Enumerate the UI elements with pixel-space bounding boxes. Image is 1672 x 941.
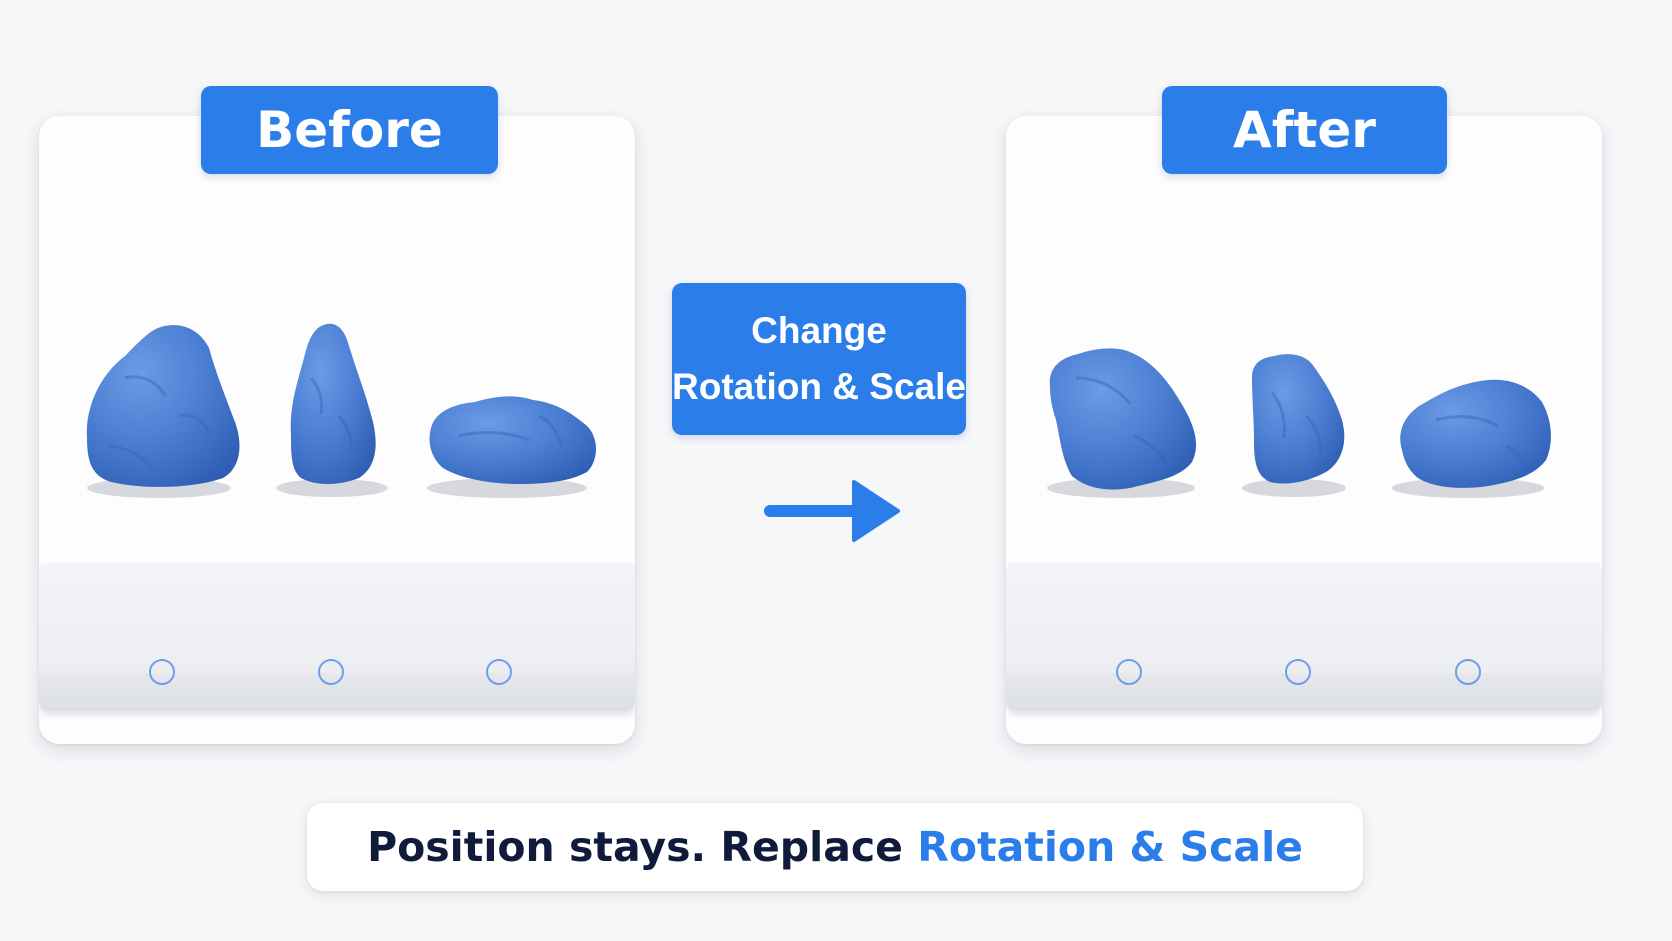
after-panel — [1006, 116, 1602, 744]
rock-shadow — [276, 479, 388, 497]
after-platform — [1006, 563, 1602, 713]
caption-bar: Position stays. Replace Rotation & Scale — [307, 803, 1363, 891]
arrow-right-icon — [764, 480, 900, 542]
rock-3-texture — [458, 414, 563, 447]
platform-top-surface — [39, 563, 635, 675]
before-panel — [39, 116, 635, 744]
position-marker-3 — [486, 659, 512, 685]
before-label: Before — [201, 86, 498, 174]
rock-3 — [429, 396, 596, 484]
before-platform — [39, 563, 635, 713]
rock-1-texture — [108, 375, 211, 469]
position-marker-1 — [149, 659, 175, 685]
after-rocks — [1047, 348, 1551, 498]
transform-box-line1: Change — [751, 310, 887, 351]
transform-box: Change Rotation & Scale — [672, 283, 966, 435]
transform-box-line2: Rotation & Scale — [672, 366, 966, 407]
position-marker-1 — [1116, 659, 1142, 685]
rock-3 — [1400, 379, 1551, 488]
rock-shadow — [427, 478, 587, 498]
rock-2-texture — [309, 376, 353, 453]
position-marker-2 — [318, 659, 344, 685]
position-marker-3 — [1455, 659, 1481, 685]
position-marker-2 — [1285, 659, 1311, 685]
rock-2 — [1252, 354, 1345, 484]
rock-1 — [86, 325, 240, 487]
rock-2-texture — [1270, 391, 1322, 455]
before-rocks — [86, 323, 596, 498]
caption-text: Position stays. Replace — [367, 823, 918, 871]
after-label: After — [1162, 86, 1447, 174]
rock-2 — [290, 323, 376, 484]
rock-1 — [1049, 348, 1197, 490]
rock-3-texture — [1435, 415, 1530, 473]
caption-highlight: Rotation & Scale — [917, 823, 1303, 871]
rock-1-texture — [1075, 376, 1168, 465]
rock-shadow — [1242, 479, 1346, 497]
platform-top-surface — [1006, 563, 1602, 675]
